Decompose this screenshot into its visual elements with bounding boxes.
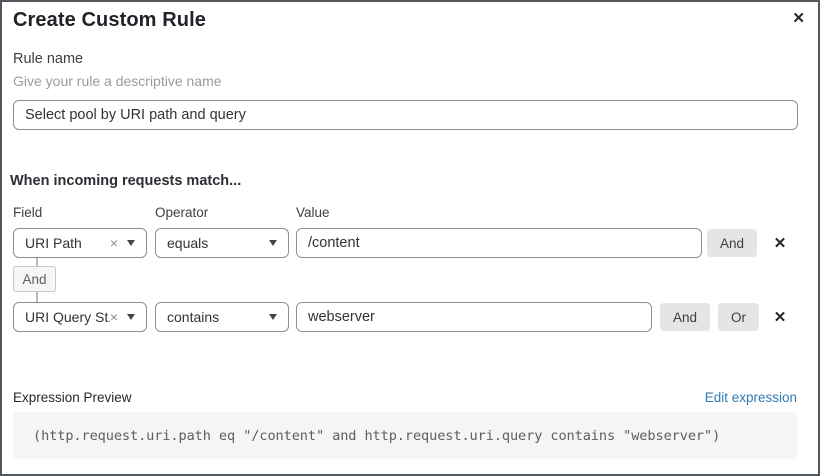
field-column-label: Field xyxy=(13,205,43,220)
operator-select-row1[interactable]: equals xyxy=(155,228,289,258)
rule-name-input[interactable] xyxy=(13,100,798,130)
and-button-row2[interactable]: And xyxy=(660,303,711,331)
chevron-down-icon xyxy=(127,314,135,320)
operator-select-row2-value: contains xyxy=(167,309,220,325)
clear-icon[interactable]: × xyxy=(109,309,118,325)
and-connector-badge: And xyxy=(13,266,56,292)
chevron-down-icon xyxy=(269,240,277,246)
remove-row1-icon[interactable]: ✕ xyxy=(773,235,787,252)
chevron-down-icon xyxy=(127,240,135,246)
match-heading: When incoming requests match... xyxy=(10,173,242,189)
operator-select-row2[interactable]: contains xyxy=(155,302,289,332)
field-select-row1[interactable]: URI Path × xyxy=(13,228,147,258)
field-select-row1-value: URI Path xyxy=(25,235,82,251)
rule-name-label: Rule name xyxy=(13,51,84,67)
field-select-row2[interactable]: URI Query St... × xyxy=(13,302,147,332)
or-button-row2[interactable]: Or xyxy=(718,303,759,331)
value-input-row2[interactable] xyxy=(296,302,652,332)
expression-code-block: (http.request.uri.path eq "/content" and… xyxy=(13,412,797,459)
value-input-row1[interactable] xyxy=(296,228,702,258)
connector-line-top xyxy=(36,258,38,267)
field-select-row2-value: URI Query St... xyxy=(25,309,110,325)
expression-code: (http.request.uri.path eq "/content" and… xyxy=(33,427,721,444)
edit-expression-link[interactable]: Edit expression xyxy=(704,390,797,405)
operator-select-row1-value: equals xyxy=(167,235,209,251)
dialog-title: Create Custom Rule xyxy=(13,9,206,31)
value-column-label: Value xyxy=(296,205,330,220)
rule-name-helper-text: Give your rule a descriptive name xyxy=(13,73,222,89)
operator-column-label: Operator xyxy=(155,205,209,220)
connector-line-bottom xyxy=(36,292,38,303)
chevron-down-icon xyxy=(269,314,277,320)
clear-icon[interactable]: × xyxy=(109,235,118,251)
expression-preview-label: Expression Preview xyxy=(13,390,132,405)
close-icon[interactable]: ✕ xyxy=(792,10,805,27)
remove-row2-icon[interactable]: ✕ xyxy=(773,309,787,326)
and-button-row1[interactable]: And xyxy=(707,229,758,257)
